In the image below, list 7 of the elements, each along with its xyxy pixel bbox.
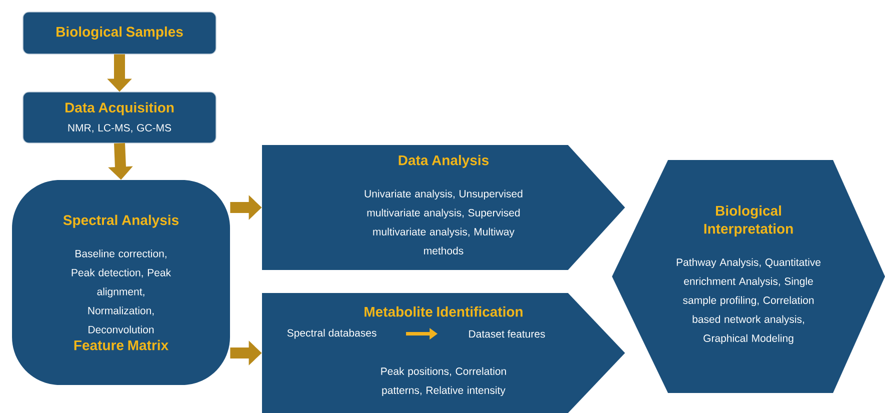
- process-box: Data Acquisition NMR, LC-MS, GC-MS: [22, 92, 216, 144]
- process-box: Biological Samples: [22, 12, 216, 54]
- chevron-box: Data Analysis Univariate analysis, Unsupervised multivariate analysis, Supervised multivariate analysis, Multiway methods: [262, 145, 625, 270]
- process-box: Spectral Analysis Baseline correction, Peak detection, Peak alignment, Normalization, Deconvolution Feature Matrix: [12, 180, 230, 385]
- hexagon-box: Biological Interpretation Pathway Analysis, Quantitative enrichment Analysis, Single sample profiling, Correlation based network analysis, Graphical Modeling: [612, 160, 885, 393]
- box-text: Spectral databases: [287, 328, 376, 339]
- box-text: Dataset features: [469, 330, 545, 338]
